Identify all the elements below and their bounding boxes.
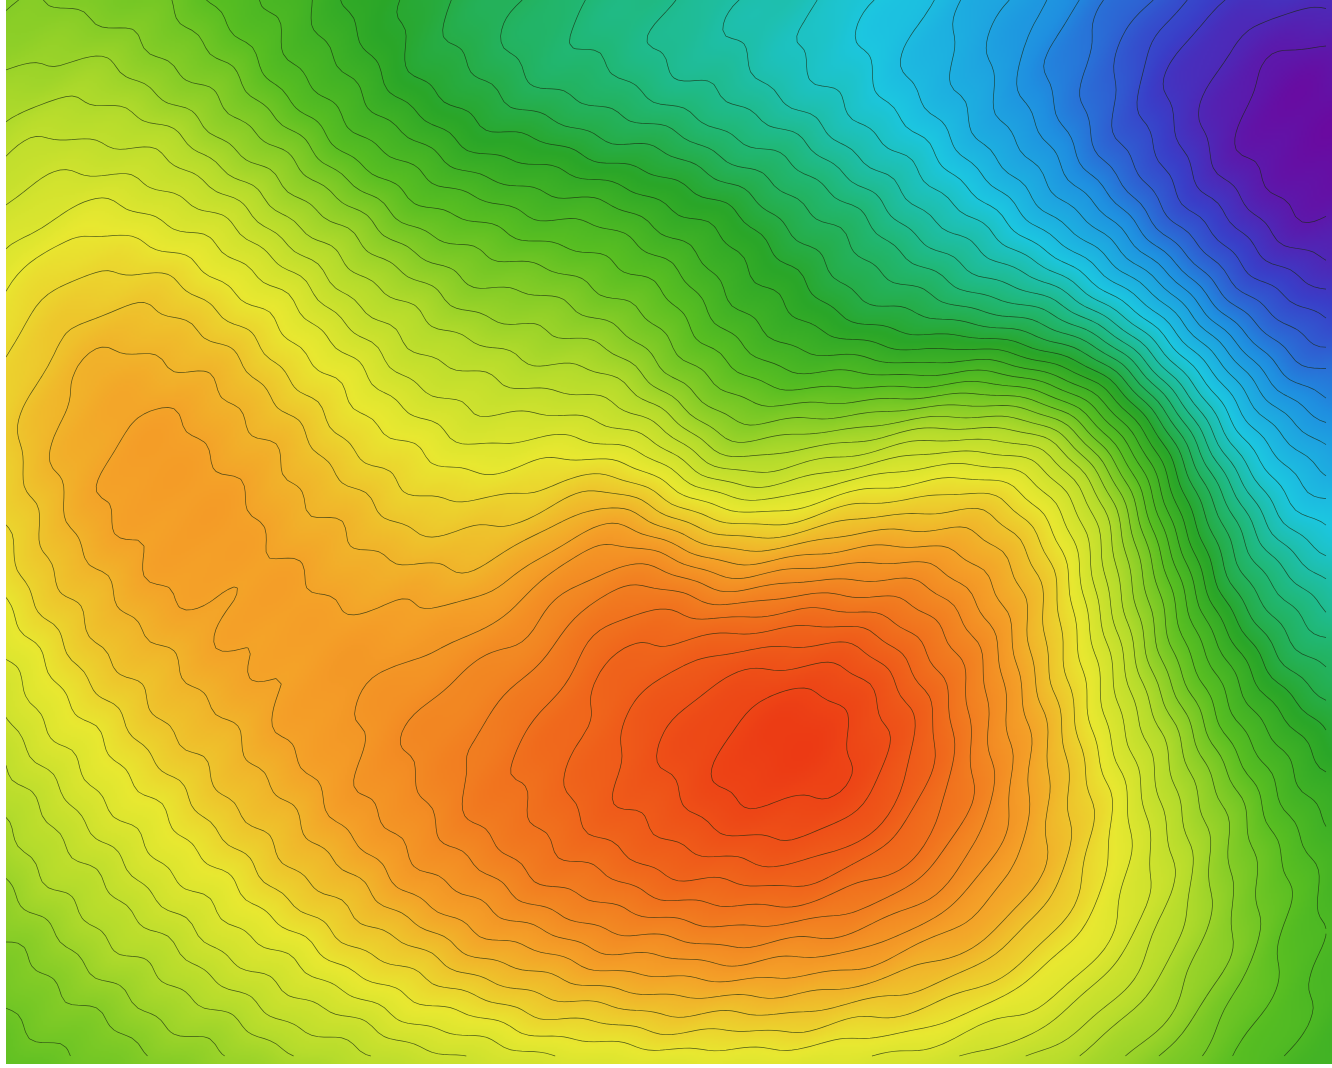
- contour-line: [6, 169, 1152, 1057]
- contour-line: [95, 407, 1033, 983]
- contour-line: [796, 0, 1327, 557]
- contour-line: [900, 0, 1327, 499]
- contour-line: [1043, 0, 1327, 399]
- contour-line: [1162, 0, 1327, 290]
- contour-line: [500, 0, 1327, 668]
- contour-line: [985, 0, 1327, 445]
- contour-line: [646, 0, 1327, 613]
- contour-line: [569, 0, 1327, 638]
- contour-line: [461, 584, 975, 928]
- contour-line: [48, 346, 1051, 999]
- bottom-margin: [0, 1064, 1332, 1068]
- contour-line: [1016, 0, 1327, 423]
- contour-line: [854, 0, 1327, 526]
- contour-line: [6, 0, 1262, 1057]
- contour-line: [1079, 0, 1327, 369]
- contour-line: [310, 0, 1327, 827]
- contour-line: [1198, 6, 1327, 261]
- contour-lines-layer: [6, 0, 1327, 1057]
- contour-line: [6, 270, 1095, 1036]
- contour-line: [6, 234, 1113, 1052]
- contour-line: [6, 55, 1213, 1057]
- contour-line: [949, 0, 1327, 477]
- contour-line: [611, 641, 916, 868]
- contour-line: [710, 687, 853, 810]
- contour-line: [340, 0, 1327, 773]
- elevation-map[interactable]: [6, 0, 1332, 1064]
- contour-line: [396, 0, 1327, 731]
- left-margin: [0, 0, 6, 1068]
- contour-line: [563, 624, 936, 887]
- contour-line: [353, 544, 1014, 967]
- contour-line: [6, 95, 1194, 1057]
- contour-line: [656, 661, 891, 841]
- contour-line: [6, 136, 1176, 1057]
- contour-line: [6, 0, 1235, 1057]
- contour-line: [6, 197, 1133, 1057]
- contour-line: [510, 607, 956, 908]
- contour-line: [400, 563, 996, 949]
- contour-line: [722, 0, 1327, 580]
- contour-line: [206, 0, 1293, 1057]
- contour-line: [1111, 0, 1327, 348]
- contour-line: [259, 0, 1327, 1057]
- contour-line: [1234, 45, 1327, 223]
- contour-line: [17, 302, 1073, 1018]
- contour-line: [442, 0, 1327, 701]
- contour-line: [1136, 0, 1327, 319]
